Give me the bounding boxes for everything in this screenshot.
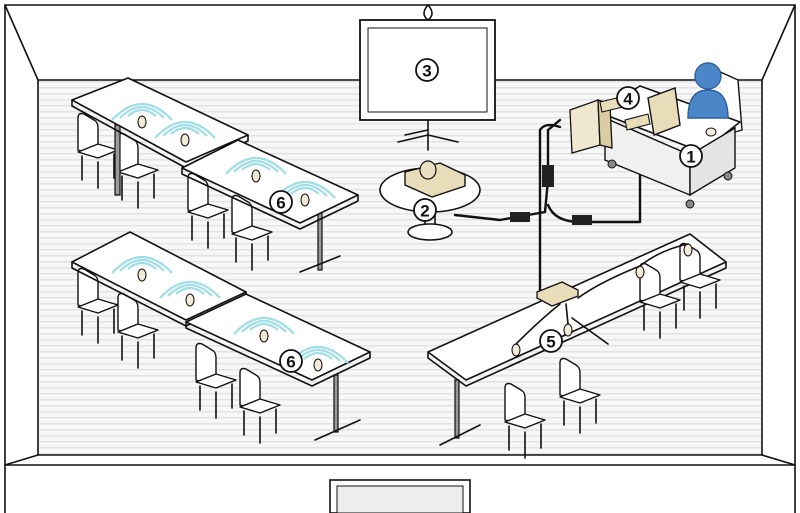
connector xyxy=(510,212,530,222)
callout-label: 5 xyxy=(546,333,555,352)
callout-6-bottom: 6 xyxy=(279,349,303,373)
callout-label: 6 xyxy=(276,194,285,213)
callout-3: 3 xyxy=(415,58,439,82)
person-icon xyxy=(687,62,729,119)
callout-4: 4 xyxy=(616,86,640,110)
table-group-top-left xyxy=(71,77,359,273)
callout-label: 3 xyxy=(422,62,431,81)
cables xyxy=(453,118,642,292)
callout-6-top: 6 xyxy=(269,190,293,214)
callout-2: 2 xyxy=(413,198,437,222)
monitor xyxy=(647,87,681,136)
table-group-right xyxy=(427,233,727,459)
callout-label: 6 xyxy=(286,353,295,372)
projector-stand xyxy=(379,160,481,241)
mixer-device xyxy=(536,281,579,307)
pc-tower xyxy=(569,99,601,154)
callout-label: 2 xyxy=(420,202,429,221)
callout-1: 1 xyxy=(679,144,703,168)
callout-label: 4 xyxy=(623,90,633,109)
table-group-bottom-left xyxy=(71,231,371,444)
callout-5: 5 xyxy=(539,329,563,353)
callout-label: 1 xyxy=(686,148,695,167)
